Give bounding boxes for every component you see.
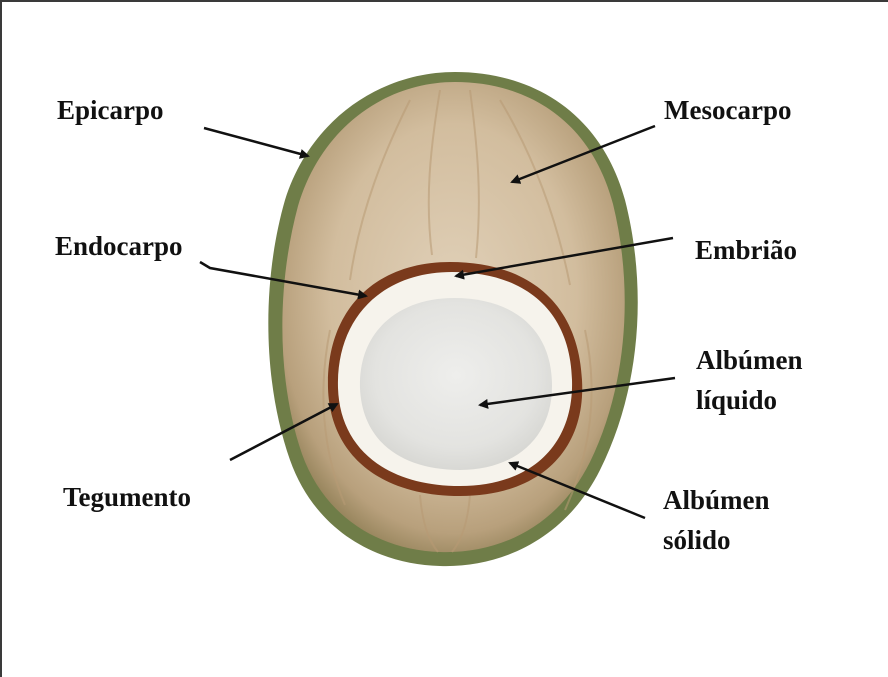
label-albumen-liquido-line1: Albúmen [696,342,803,378]
label-albumen-liquido-line2: líquido [696,382,777,418]
label-embriao: Embrião [695,232,797,268]
label-tegumento: Tegumento [63,479,191,515]
label-mesocarpo: Mesocarpo [664,92,791,128]
liquid-albumen-cavity [360,298,552,470]
label-endocarpo: Endocarpo [55,228,183,264]
label-albumen-solido-line1: Albúmen [663,482,770,518]
label-epicarpo: Epicarpo [57,92,164,128]
arrow-epicarpo [204,128,308,156]
label-albumen-solido-line2: sólido [663,522,731,558]
